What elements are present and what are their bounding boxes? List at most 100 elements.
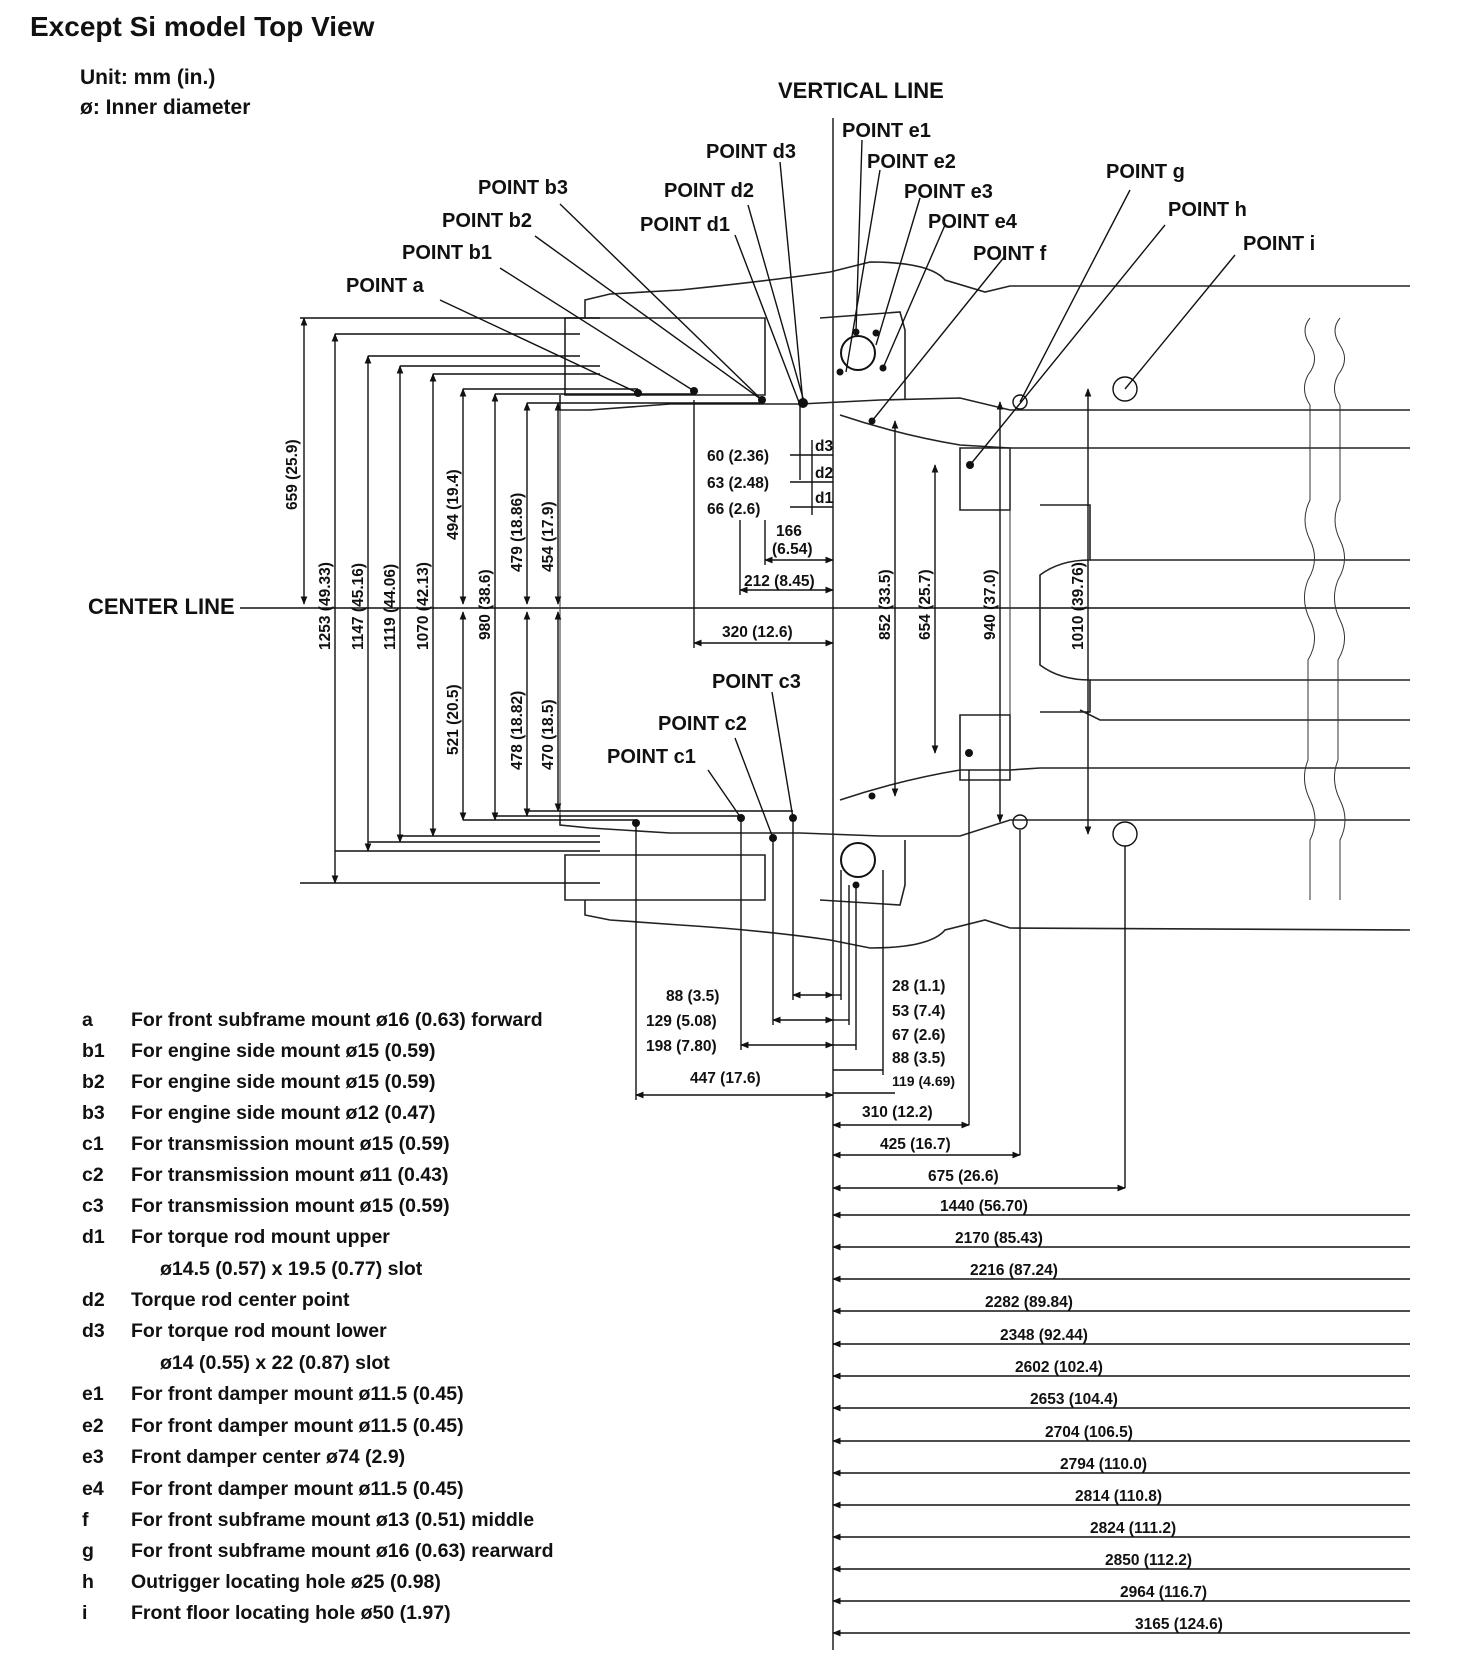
dim-310: 310 (12.2) — [862, 1104, 933, 1121]
vertical-dimension-lines — [300, 317, 1092, 884]
legend-text: For transmission mount ø15 (0.59) — [131, 1195, 450, 1217]
dim-198-left: 198 (7.80) — [646, 1038, 717, 1055]
dim-2602: 2602 (102.4) — [1015, 1359, 1103, 1376]
legend-text: For front subframe mount ø13 (0.51) midd… — [131, 1509, 534, 1531]
dim-1147: 1147 (45.16) — [350, 563, 367, 650]
dim-980: 980 (38.6) — [477, 569, 494, 640]
dim-2348: 2348 (92.44) — [1000, 1327, 1088, 1344]
dim-166-in: (6.54) — [772, 541, 813, 558]
legend-text: For engine side mount ø15 (0.59) — [131, 1071, 435, 1093]
dim-454: 454 (17.9) — [540, 501, 557, 572]
dim-675: 675 (26.6) — [928, 1168, 999, 1185]
point-d1-label: POINT d1 — [640, 214, 730, 236]
legend-key: d2 — [82, 1289, 105, 1311]
dim-2794: 2794 (110.0) — [1060, 1456, 1147, 1473]
legend-text: For engine side mount ø12 (0.47) — [131, 1102, 435, 1124]
legend-text: For transmission mount ø15 (0.59) — [131, 1133, 450, 1155]
outrigger-hole-upper — [1012, 394, 1028, 410]
point-b1-label: POINT b1 — [402, 242, 492, 264]
legend-key: i — [82, 1602, 87, 1624]
dim-447-left: 447 (17.6) — [690, 1070, 761, 1087]
point-c2-label: POINT c2 — [658, 713, 747, 735]
dim-2814: 2814 (110.8) — [1075, 1488, 1162, 1505]
point-b2-label: POINT b2 — [442, 210, 532, 232]
dim-2216: 2216 (87.24) — [970, 1262, 1058, 1279]
dim-28: 28 (1.1) — [892, 978, 945, 995]
dim-67: 67 (2.6) — [892, 1027, 945, 1044]
point-labels: POINT a POINT b1 POINT b2 POINT b3 POINT… — [346, 120, 1315, 768]
dim-166: 166 — [776, 523, 802, 540]
legend-text: For torque rod mount lower — [131, 1320, 387, 1342]
dim-659: 659 (25.9) — [284, 439, 301, 510]
legend-key: d3 — [82, 1320, 105, 1342]
legend-text: For front damper mount ø11.5 (0.45) — [131, 1383, 464, 1405]
legend-text: Torque rod center point — [131, 1289, 350, 1311]
dim-1119: 1119 (44.06) — [382, 564, 399, 650]
legend-key: c3 — [82, 1195, 104, 1217]
legend-key: e3 — [82, 1446, 104, 1468]
point-d2-label: POINT d2 — [664, 180, 754, 202]
dim-1070: 1070 (42.13) — [415, 562, 432, 650]
page-title: Except Si model Top View — [30, 11, 375, 42]
legend-key: b1 — [82, 1040, 105, 1062]
legend-text: ø14.5 (0.57) x 19.5 (0.77) slot — [160, 1258, 423, 1280]
d-dimension-block: 60 (2.36) 63 (2.48) 66 (2.6) d3 d2 d1 — [707, 405, 833, 518]
dim-2964: 2964 (116.7) — [1120, 1584, 1207, 1601]
dim-1440: 1440 (56.70) — [940, 1198, 1028, 1215]
legend-key: a — [82, 1009, 93, 1031]
point-e3-label: POINT e3 — [904, 181, 993, 203]
dim-425: 425 (16.7) — [880, 1136, 951, 1153]
legend-key: g — [82, 1540, 94, 1562]
legend-key: e4 — [82, 1478, 104, 1500]
legend-key: h — [82, 1571, 94, 1593]
legend-key: e2 — [82, 1415, 104, 1437]
dim-1010: 1010 (39.76) — [1070, 562, 1087, 650]
unit-note: Unit: mm (in.) — [80, 66, 215, 89]
legend-key: e1 — [82, 1383, 104, 1405]
point-e1-label: POINT e1 — [842, 120, 931, 142]
legend-text: For torque rod mount upper — [131, 1226, 390, 1248]
point-a-label: POINT a — [346, 275, 425, 297]
d-dim-63: 63 (2.48) — [707, 475, 769, 492]
legend-text: Outrigger locating hole ø25 (0.98) — [131, 1571, 441, 1593]
point-d3-label: POINT d3 — [706, 141, 796, 163]
point-e2-label: POINT e2 — [867, 151, 956, 173]
legend-text: For front subframe mount ø16 (0.63) rear… — [131, 1540, 554, 1562]
dim-2824: 2824 (111.2) — [1090, 1520, 1176, 1537]
dim-2850: 2850 (112.2) — [1105, 1552, 1192, 1569]
long-dimension-labels: 1440 (56.70) 2170 (85.43) 2216 (87.24) 2… — [940, 1198, 1223, 1633]
vertical-dimension-labels: 659 (25.9) 1253 (49.33) 1147 (45.16) 111… — [284, 439, 1087, 770]
floor-hole-lower — [1112, 821, 1138, 847]
legend-key: f — [82, 1509, 89, 1531]
dim-88-right: 88 (3.5) — [892, 1050, 945, 1067]
legend-key: b3 — [82, 1102, 105, 1124]
legend-key: b2 — [82, 1071, 105, 1093]
vertical-line-label: VERTICAL LINE — [778, 78, 944, 103]
legend-text: For front damper mount ø11.5 (0.45) — [131, 1478, 464, 1500]
legend-text: Front floor locating hole ø50 (1.97) — [131, 1602, 451, 1624]
legend: a For front subframe mount ø16 (0.63) fo… — [82, 1009, 554, 1624]
front-damper-lower — [840, 842, 876, 878]
legend-text: For engine side mount ø15 (0.59) — [131, 1040, 435, 1062]
point-f-label: POINT f — [973, 243, 1047, 265]
d3-tag: d3 — [815, 438, 833, 455]
dim-940: 940 (37.0) — [982, 569, 999, 640]
dim-129-left: 129 (5.08) — [646, 1013, 717, 1030]
point-c3-label: POINT c3 — [712, 671, 801, 693]
legend-key: d1 — [82, 1226, 105, 1248]
dim-494: 494 (19.4) — [445, 469, 462, 540]
dim-119: 119 (4.69) — [892, 1073, 955, 1089]
dim-3165: 3165 (124.6) — [1135, 1616, 1223, 1633]
legend-key: c1 — [82, 1133, 104, 1155]
point-b3-label: POINT b3 — [478, 177, 568, 199]
point-c1-label: POINT c1 — [607, 746, 696, 768]
dim-470: 470 (18.5) — [540, 699, 557, 770]
d2-tag: d2 — [815, 465, 833, 482]
dim-88-left: 88 (3.5) — [666, 988, 719, 1005]
dim-1253: 1253 (49.33) — [317, 562, 334, 650]
d-dim-66: 66 (2.6) — [707, 501, 760, 518]
point-e4-label: POINT e4 — [928, 211, 1018, 233]
dim-212: 212 (8.45) — [744, 573, 815, 590]
legend-text: For front subframe mount ø16 (0.63) forw… — [131, 1009, 543, 1031]
